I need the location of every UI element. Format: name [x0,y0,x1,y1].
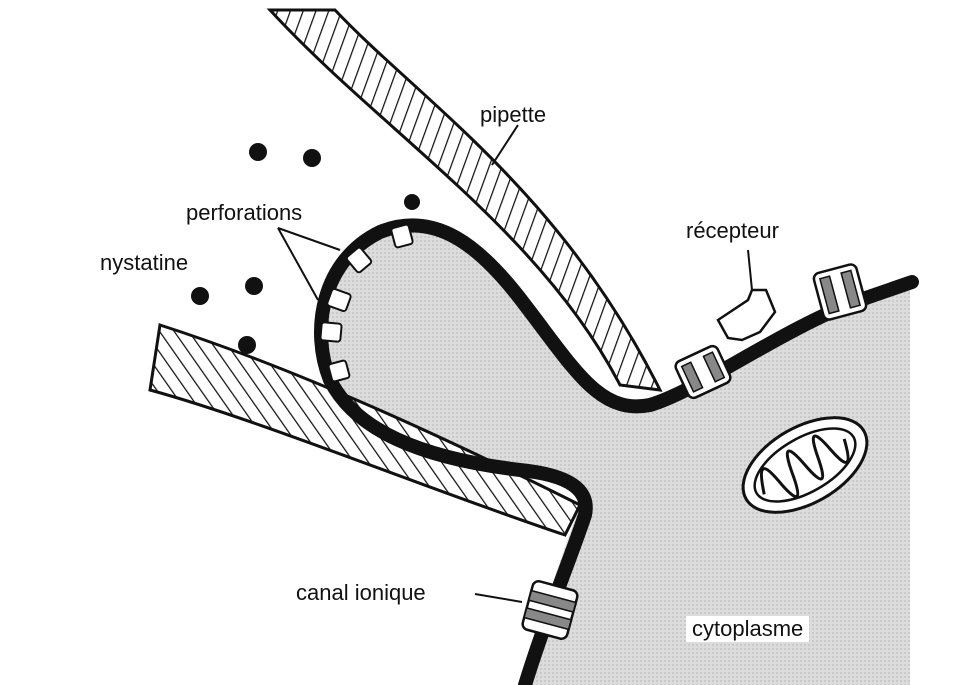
nystatin-molecule-dot [404,194,420,210]
nystatin-molecule-dot [249,143,267,161]
canal-ionique-label: canal ionique [296,582,426,604]
nystatin-molecule-dot [191,287,209,305]
perforations-leader-b [278,228,318,300]
recepteur-label: récepteur [686,220,779,242]
receptor [718,290,775,340]
pipette-label: pipette [480,104,546,126]
cytoplasme-label: cytoplasme [686,616,809,642]
nystatin-molecule-dot [245,277,263,295]
pipette-leader [492,125,518,165]
perforations-label: perforations [186,202,302,224]
canal-ionique-leader [475,594,522,602]
nystatin-molecule-dot [238,336,256,354]
recepteur-leader [748,250,752,290]
nystatin-molecule-dot [303,149,321,167]
nystatine-label: nystatine [100,252,188,274]
